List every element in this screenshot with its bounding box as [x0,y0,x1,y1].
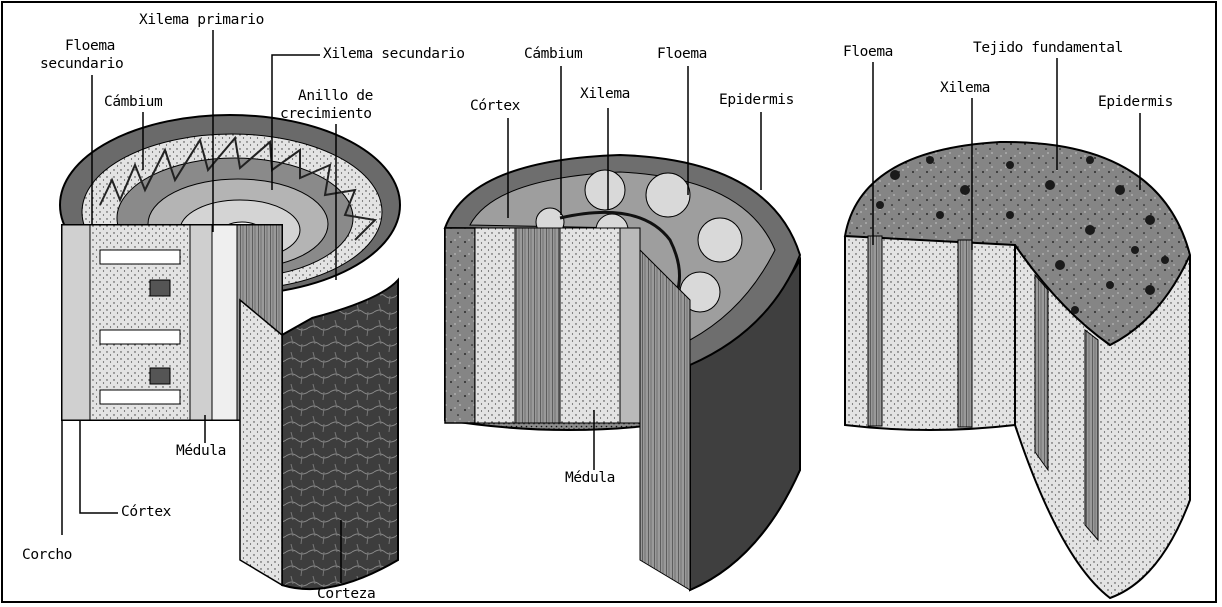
label-xilema-primario: Xilema primario [139,12,264,29]
label-floema-secundario-line2: secundario [40,56,123,73]
label-floema-right: Floema [843,44,893,61]
label-anillo-line2: crecimiento [280,106,372,123]
right-stem-drawing [845,142,1190,598]
label-anillo-line1: Anillo de [298,88,373,105]
label-corcho: Corcho [22,547,72,564]
label-xilema-secundario: Xilema secundario [323,46,465,63]
label-medula-middle: Médula [565,470,615,487]
middle-stem-drawing [445,155,800,590]
label-epidermis-middle: Epidermis [719,92,794,109]
label-cambium-middle: Cámbium [524,46,582,63]
left-stem-drawing [60,115,400,589]
label-tejido-fundamental: Tejido fundamental [973,40,1123,57]
label-floema-secundario-line1: Floema [60,38,120,55]
label-corteza: Corteza [317,586,375,603]
label-cambium-left: Cámbium [104,94,162,111]
label-xilema-middle: Xilema [580,86,630,103]
label-cortex-left: Córtex [121,504,171,521]
label-cortex-middle: Córtex [470,98,520,115]
label-epidermis-right: Epidermis [1098,94,1173,111]
label-floema-middle: Floema [657,46,707,63]
label-xilema-right: Xilema [940,80,990,97]
label-medula-left: Médula [176,443,226,460]
